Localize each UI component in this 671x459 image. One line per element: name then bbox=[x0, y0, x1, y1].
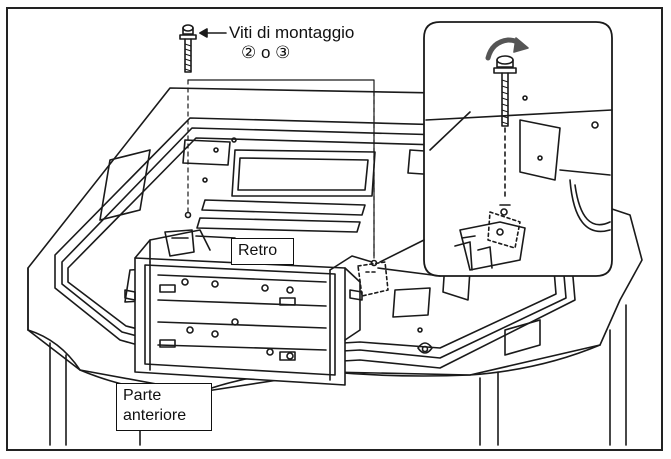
zoom-inset bbox=[377, 21, 613, 277]
rotation-arrow-icon bbox=[485, 37, 529, 61]
callout-line-2: ② o ③ bbox=[241, 43, 291, 62]
back-label-text: Retro bbox=[238, 242, 278, 259]
arrow-icon bbox=[199, 28, 227, 38]
alignment-lines bbox=[187, 79, 375, 259]
screw-icon bbox=[179, 24, 197, 73]
callout-line-1: Viti di montaggio bbox=[229, 23, 355, 42]
stand-bracket bbox=[124, 229, 389, 386]
back-label: Retro bbox=[231, 238, 294, 265]
front-label-line-2: anteriore bbox=[123, 407, 187, 424]
callout-label: Viti di montaggio ② o ③ bbox=[229, 23, 354, 63]
front-label-line-1: Parte bbox=[123, 387, 162, 404]
front-label: Parte anteriore bbox=[116, 383, 212, 431]
